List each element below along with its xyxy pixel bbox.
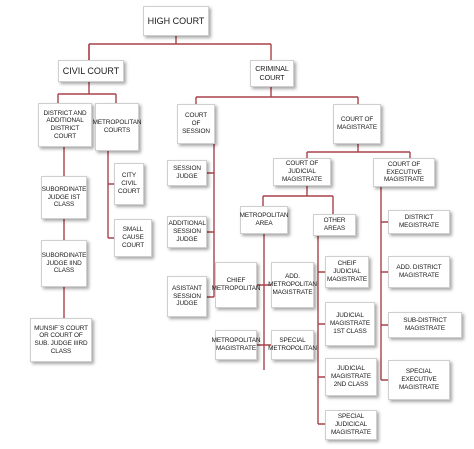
node-court-of-magistrate: COURT OF MAGISTRATE	[333, 104, 381, 144]
node-special-executive-magistrate: SPECIAL EXECUTIVE MAGISTRATE	[388, 360, 450, 400]
link-metropolitan-courts	[107, 150, 114, 239]
node-district-court: DISTRICT AND ADDITIONAL DISTRICT COURT	[38, 103, 92, 147]
node-court-of-executive-magistrate: COURT OF EXECUTIVE MAGISTRATE	[373, 158, 435, 187]
node-special-judicial-magistrate: SPECIAL JUDICICAL MAGISTRATE	[325, 410, 377, 440]
node-court-of-judicial-magistrate: COURT OF JUDICIAL MAGISTRATE	[273, 158, 331, 186]
link-judicial-children	[262, 186, 334, 214]
node-add-district-magistrate: ADD. DISTRICT MAGISTRATE	[388, 256, 450, 288]
link-executive-children	[380, 187, 388, 381]
node-civil-court: CIVIL COURT	[58, 60, 124, 82]
node-small-cause-court: SMALL CAUSE COURT	[114, 219, 152, 257]
node-add-metropolitan-magistrate: ADD. METROPOLITAN MAGISTRATE	[268, 262, 317, 308]
link-magistrate-children	[306, 143, 411, 158]
node-session-judge: SESSION JUDGE	[167, 160, 207, 186]
node-assistant-session-judge: ASISTANT SESSION JUDGE	[167, 276, 207, 317]
node-special-metropolitan: SPECIAL METROPOLITAN	[268, 330, 317, 360]
node-metropolitan-magistrate: METROPOLITAN MAGISTRATE	[212, 330, 260, 360]
node-chief-metropolitan: CHIEF METROPOLITAN	[212, 262, 260, 308]
node-chief-judicial-magistrate: CHEIF JUDICIAL MAGISTRATE	[325, 256, 369, 288]
node-other-areas: OTHER AREAS	[313, 214, 356, 236]
node-judicial-magistrate-2: JUDICIAL MAGISTRATE 2ND CLASS	[325, 358, 377, 396]
node-court-of-session: COURT OF SESSION	[177, 104, 215, 144]
link-session-children	[207, 144, 215, 298]
link-criminal-court	[195, 86, 359, 104]
node-high-court: HIGH COURT	[143, 6, 209, 36]
node-subordinate-judge-2: SUBORDINATE JUDGE IIND CLASS	[41, 240, 87, 287]
node-sub-district-magistrate: SUB-DISTRICT MAGISTRATE	[388, 312, 462, 338]
node-city-civil-court: CITY CIVIL COURT	[114, 163, 144, 205]
link-other-areas-children	[317, 236, 325, 425]
node-district-magistrate: DISTRICT MEGISTRATE	[388, 210, 450, 234]
node-criminal-court: CRIMINAL COURT	[250, 60, 294, 87]
node-additional-session-judge: ADDITIONAL SESSION JUDGE	[167, 216, 207, 248]
node-subordinate-judge-1: SUBORDINATE JUDGE IST CLASS	[41, 176, 87, 219]
node-metropolitan-area: METROPOLITAN AREA	[240, 206, 288, 234]
link-civil-court	[57, 80, 117, 103]
node-judicial-magistrate-1: JUDICIAL MAGISTRATE 1ST CLASS	[325, 302, 375, 346]
node-metropolitan-courts: METROPOLITAN COURTS	[93, 103, 141, 151]
node-munsif-court: MUNSIF`S COURT OR COURT OF SUB. JUDGE II…	[30, 318, 92, 362]
link-metro-area-children	[257, 234, 271, 370]
link-high-court-branches	[88, 36, 272, 60]
